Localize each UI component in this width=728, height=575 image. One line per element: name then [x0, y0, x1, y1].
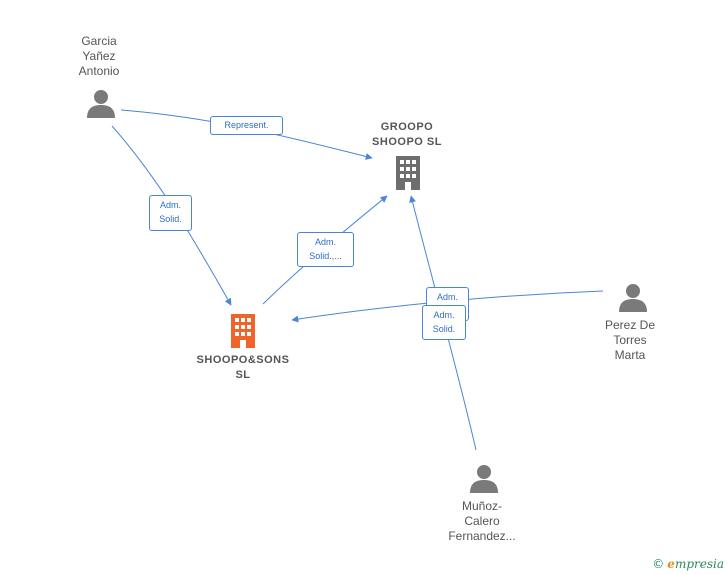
building-icon[interactable] [393, 156, 423, 190]
building-icon[interactable] [228, 314, 258, 348]
edge-label-garcia-adm[interactable]: Adm. Solid. [149, 195, 192, 231]
node-label-groopo: GROOPO SHOOPO SL [372, 121, 442, 148]
node-label-perez: Perez De Torres Marta [604, 318, 656, 362]
brand-rest: mpresia [674, 557, 724, 571]
copyright-icon: © [652, 557, 665, 571]
node-label-garcia: Garcia Yañez Antonio [78, 34, 120, 78]
node-label-shoopo-sons: SHOOPO&SONS SL [196, 354, 290, 381]
edge-label-munoz-adm[interactable]: Adm. Solid. [422, 305, 466, 340]
edge-label-represent[interactable]: Represent. [210, 116, 283, 135]
person-icon[interactable] [469, 463, 499, 493]
person-icon[interactable] [86, 88, 116, 118]
node-label-munoz: Muñoz- Calero Fernandez... [448, 499, 516, 543]
person-icon[interactable] [618, 282, 648, 312]
brand-watermark: ©empresia [652, 557, 724, 571]
brand-e: e [667, 557, 675, 571]
edge-label-sons-groopo-adm[interactable]: Adm. Solid.,... [297, 232, 354, 267]
